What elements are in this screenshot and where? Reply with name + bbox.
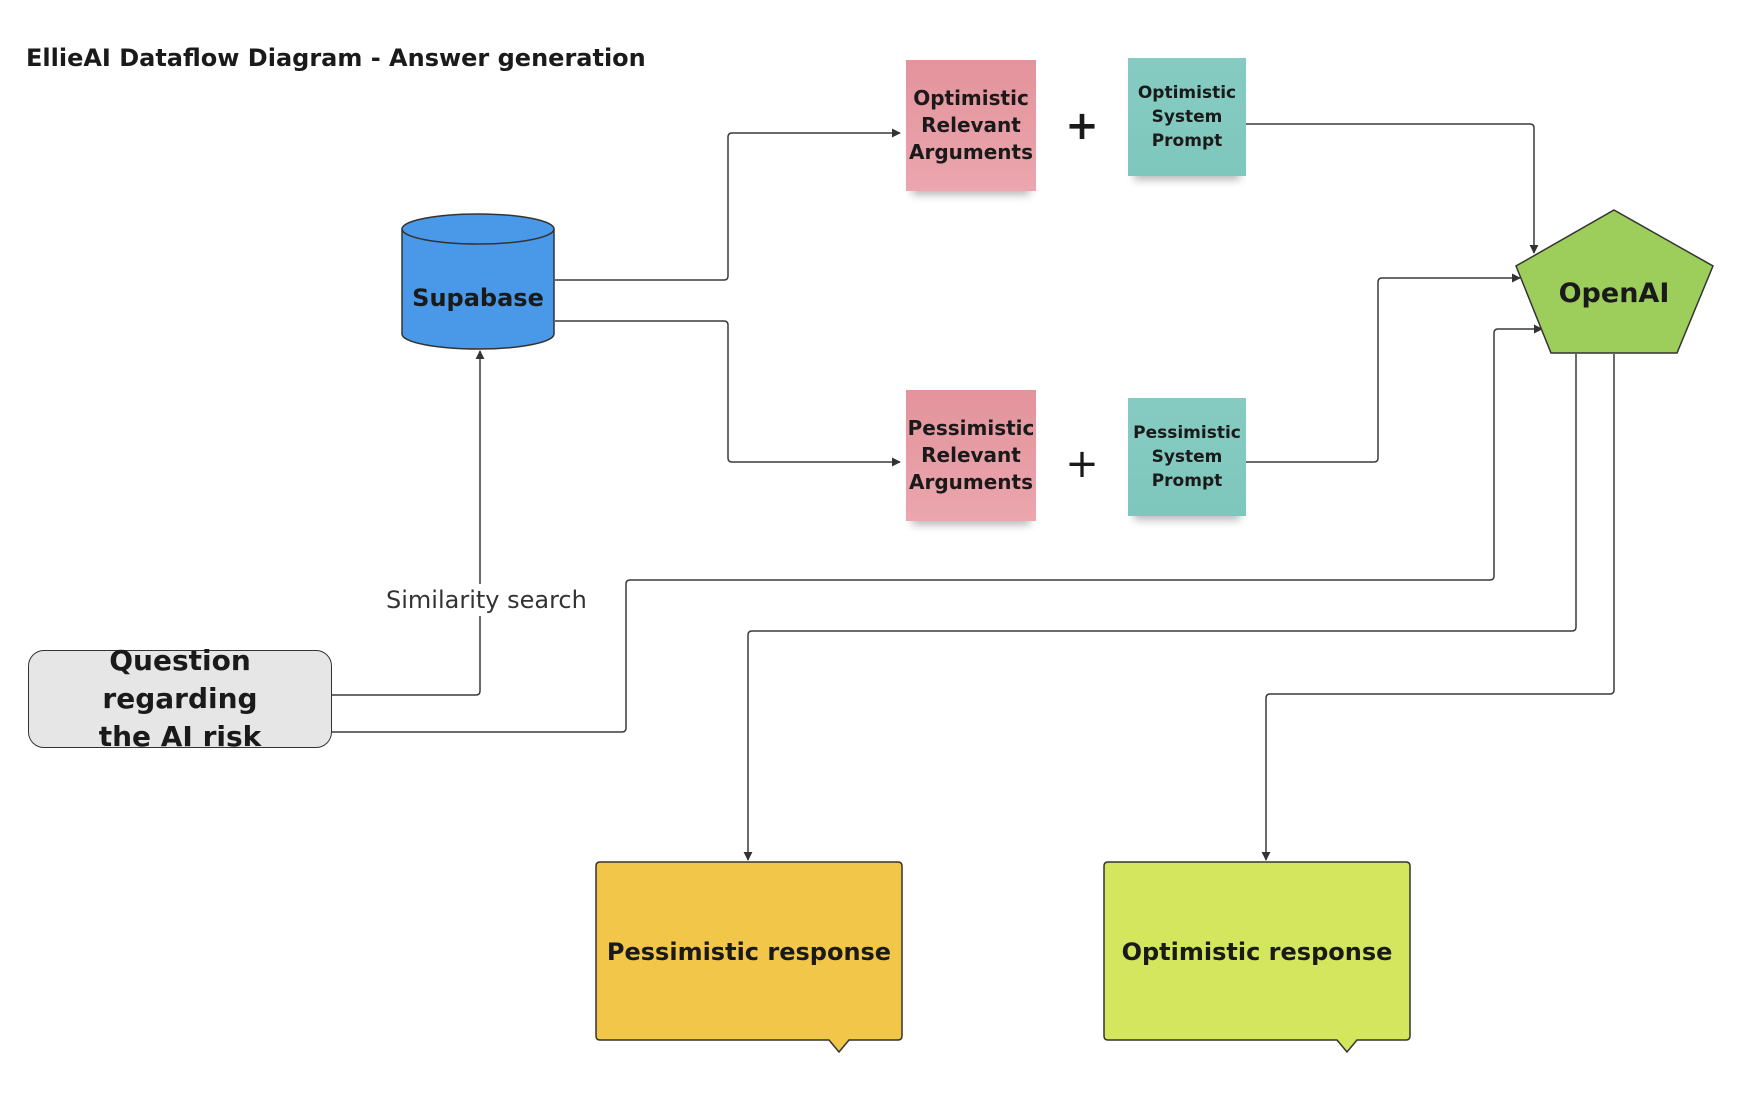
similarity-search-label: Similarity search	[384, 584, 589, 616]
plus-operator-top: +	[1065, 103, 1099, 149]
diagram-title: EllieAI Dataflow Diagram - Answer genera…	[26, 44, 646, 72]
pessimistic-response-bubble	[595, 861, 903, 1054]
optimistic-arguments-note[interactable]: Optimistic Relevant Arguments	[906, 60, 1036, 191]
edge-openai-to-optimistic-response[interactable]	[1261, 354, 1615, 861]
openai-pentagon	[1515, 209, 1714, 354]
edge-optimistic-prompt-to-openai[interactable]	[1246, 123, 1539, 254]
optimistic-response-bubble	[1103, 861, 1411, 1054]
supabase-cylinder-body	[401, 229, 555, 350]
pessimistic-response-label: Pessimistic response	[607, 938, 891, 966]
optimistic-arguments-label: Optimistic Relevant Arguments	[908, 86, 1033, 164]
openai-node[interactable]: OpenAI	[1515, 209, 1714, 354]
plus-operator-bottom: +	[1065, 441, 1099, 487]
optimistic-response-node[interactable]: Optimistic response	[1103, 861, 1411, 1054]
supabase-label: Supabase	[412, 284, 544, 312]
edge-supabase-to-optimistic-arguments[interactable]	[555, 128, 901, 281]
optimistic-prompt-note[interactable]: Optimistic System Prompt	[1128, 58, 1246, 176]
pessimistic-prompt-note[interactable]: Pessimistic System Prompt	[1128, 398, 1246, 516]
edge-openai-to-pessimistic-response[interactable]	[743, 354, 1577, 861]
edge-question-to-supabase[interactable]	[332, 350, 485, 696]
pessimistic-prompt-label: Pessimistic System Prompt	[1133, 423, 1241, 491]
optimistic-response-label: Optimistic response	[1122, 938, 1393, 966]
question-node[interactable]: Question regarding the AI risk	[28, 644, 332, 753]
edge-pessimistic-prompt-to-openai[interactable]	[1246, 273, 1521, 463]
pessimistic-arguments-label: Pessimistic Relevant Arguments	[907, 416, 1035, 494]
supabase-cylinder-top	[401, 213, 555, 245]
edge-supabase-to-pessimistic-arguments[interactable]	[555, 320, 901, 467]
supabase-node[interactable]: Supabase	[401, 213, 555, 350]
pessimistic-arguments-note[interactable]: Pessimistic Relevant Arguments	[906, 390, 1036, 521]
openai-label: OpenAI	[1559, 278, 1670, 309]
optimistic-prompt-label: Optimistic System Prompt	[1137, 83, 1237, 151]
edge-question-to-openai[interactable]	[332, 324, 1543, 733]
pessimistic-response-node[interactable]: Pessimistic response	[595, 861, 903, 1054]
